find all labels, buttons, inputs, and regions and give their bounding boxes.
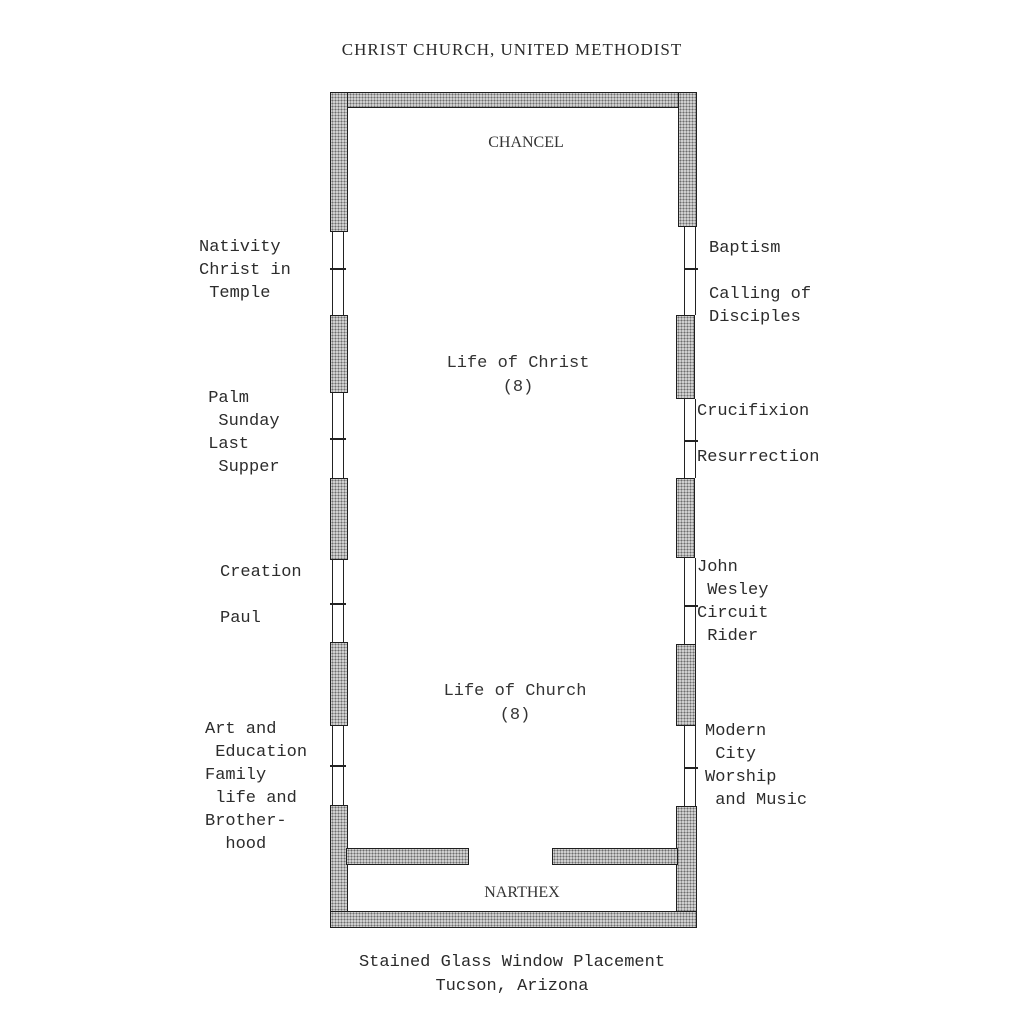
diagram-title: CHRIST CHURCH, UNITED METHODIST bbox=[341, 40, 683, 59]
window-divider bbox=[330, 603, 346, 605]
wall-left-segment bbox=[330, 642, 348, 726]
window-bay-right bbox=[684, 726, 696, 806]
wall-left-segment bbox=[330, 315, 348, 393]
window-divider bbox=[684, 268, 698, 270]
caption-line-1: Stained Glass Window Placement bbox=[358, 953, 666, 972]
window-divider bbox=[330, 268, 346, 270]
window-label-right: Modern City Worship and Music bbox=[705, 722, 808, 810]
window-label-left: Art and Education Family life and Brothe… bbox=[205, 720, 308, 854]
wall-right-segment bbox=[676, 478, 695, 558]
wall-left-segment bbox=[330, 478, 348, 560]
window-bay-right bbox=[684, 399, 696, 478]
window-divider bbox=[684, 605, 698, 607]
zone-life-of-church: Life of Church (8) bbox=[443, 682, 587, 725]
window-bay-right bbox=[684, 227, 696, 315]
wall-right-segment bbox=[676, 806, 697, 927]
window-bay-left bbox=[332, 393, 344, 478]
window-label-left: Palm Sunday Last Supper bbox=[208, 389, 280, 477]
caption-line-2: Tucson, Arizona bbox=[435, 977, 589, 996]
window-divider bbox=[684, 767, 698, 769]
window-label-right: John Wesley Circuit Rider bbox=[697, 558, 769, 646]
wall-bottom bbox=[330, 911, 697, 928]
window-divider bbox=[684, 440, 698, 442]
wall-right-segment bbox=[676, 315, 695, 399]
zone-life-of-christ: Life of Christ (8) bbox=[446, 354, 590, 397]
wall-right-segment bbox=[676, 644, 696, 726]
narthex-partition-right bbox=[552, 848, 678, 865]
window-label-left: Nativity Christ in Temple bbox=[199, 238, 291, 303]
wall-top bbox=[330, 92, 697, 108]
wall-left-segment bbox=[330, 92, 348, 232]
window-label-right: Baptism Calling of Disciples bbox=[709, 239, 812, 327]
wall-right-segment bbox=[678, 92, 697, 227]
narthex-label: NARTHEX bbox=[484, 884, 560, 901]
wall-left-segment bbox=[330, 805, 348, 927]
window-bay-right bbox=[684, 558, 696, 644]
window-divider bbox=[330, 765, 346, 767]
narthex-partition-left bbox=[346, 848, 469, 865]
window-divider bbox=[330, 438, 346, 440]
chancel-label: CHANCEL bbox=[488, 134, 564, 151]
window-bay-left bbox=[332, 560, 344, 642]
window-bay-left bbox=[332, 232, 344, 315]
window-label-right: Crucifixion Resurrection bbox=[697, 402, 820, 467]
window-label-left: Creation Paul bbox=[220, 563, 302, 628]
